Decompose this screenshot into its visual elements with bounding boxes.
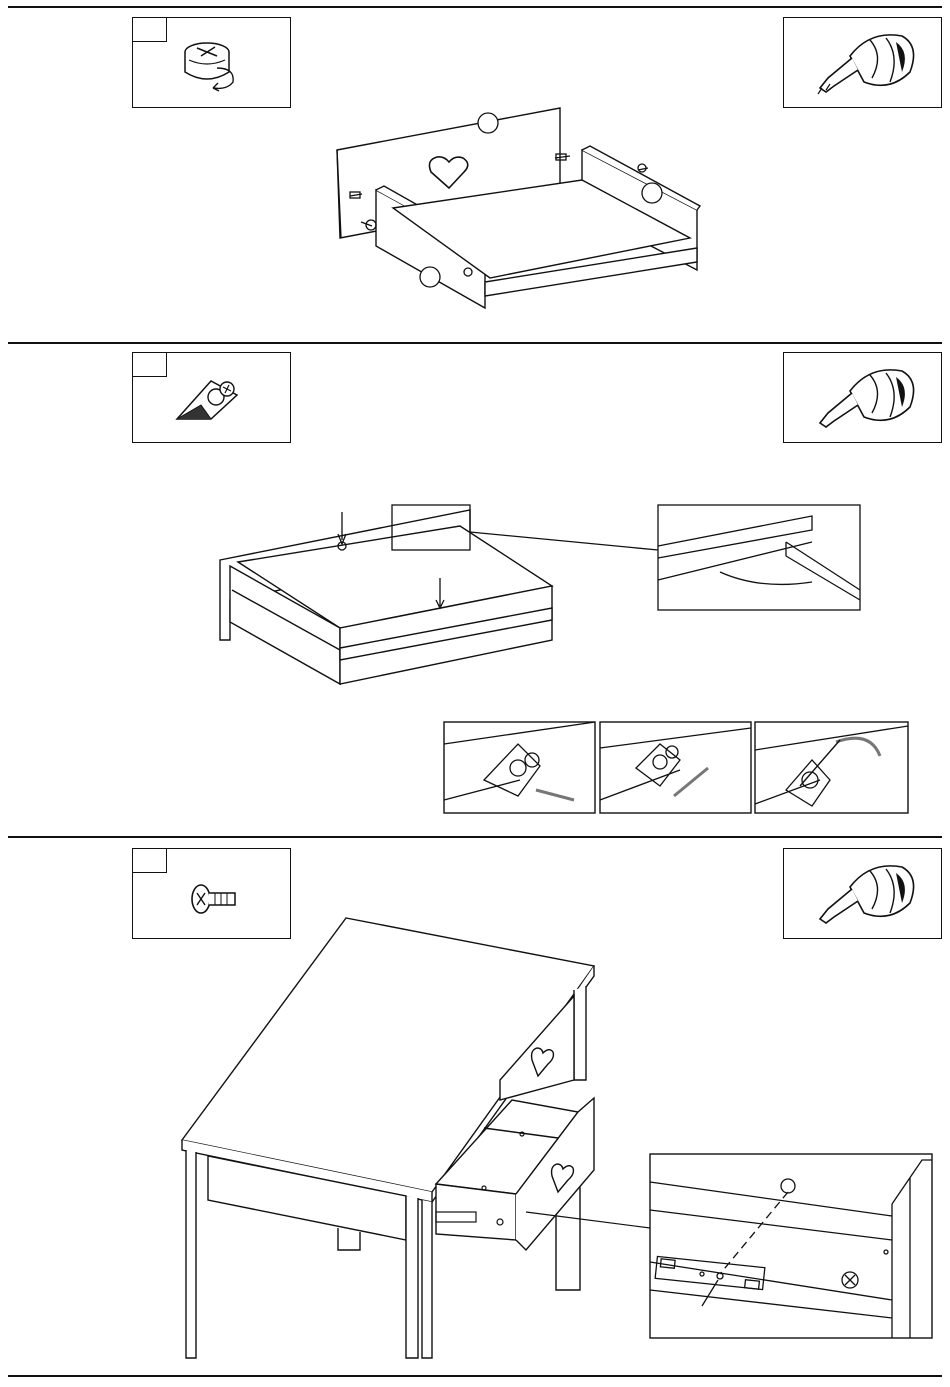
step3-desk-drawer-diagram xyxy=(0,0,950,1387)
